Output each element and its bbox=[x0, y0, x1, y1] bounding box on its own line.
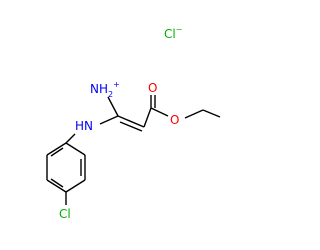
ring-bond-3 bbox=[65, 179, 86, 193]
ring-bond-1 bbox=[65, 142, 86, 156]
ring-bond-4 bbox=[46, 179, 67, 193]
chloride-ion-charge: − bbox=[176, 25, 183, 34]
ammonium-charge: + bbox=[113, 80, 120, 89]
bond-ch-co bbox=[143, 107, 152, 128]
chemical-structure: Cl− NH2+ HN O O Cl bbox=[46, 25, 221, 221]
ammonium-hydrogen-count: 2 bbox=[108, 90, 113, 99]
carbonyl-oxygen-label: O bbox=[148, 81, 157, 95]
bond-ch2-ch3 bbox=[202, 109, 221, 118]
ammonium-hydrogens: H bbox=[99, 82, 108, 96]
ring-inner-2 bbox=[50, 178, 64, 188]
ring-chlorine-label: Cl bbox=[59, 207, 71, 221]
bond-nh-ring bbox=[65, 133, 76, 144]
bond-c-c-double-b bbox=[119, 121, 143, 132]
chloride-ion-element: Cl bbox=[164, 27, 176, 41]
ring-inner-3 bbox=[50, 147, 64, 157]
bond-lines bbox=[46, 95, 221, 205]
ester-oxygen-label: O bbox=[170, 113, 179, 127]
amine-nh-label: HN bbox=[75, 119, 93, 133]
ring-bond-6 bbox=[46, 142, 67, 156]
chloride-ion-label: Cl− bbox=[164, 25, 182, 41]
ammonium-element: N bbox=[90, 82, 99, 96]
ammonium-label: NH2+ bbox=[90, 80, 120, 99]
bond-co-oester bbox=[150, 107, 169, 117]
bond-c-c-double-a bbox=[117, 115, 145, 128]
bond-oester-ch2 bbox=[184, 109, 204, 119]
bond-c-nh2 bbox=[107, 96, 119, 117]
bond-c-nh bbox=[99, 115, 119, 125]
